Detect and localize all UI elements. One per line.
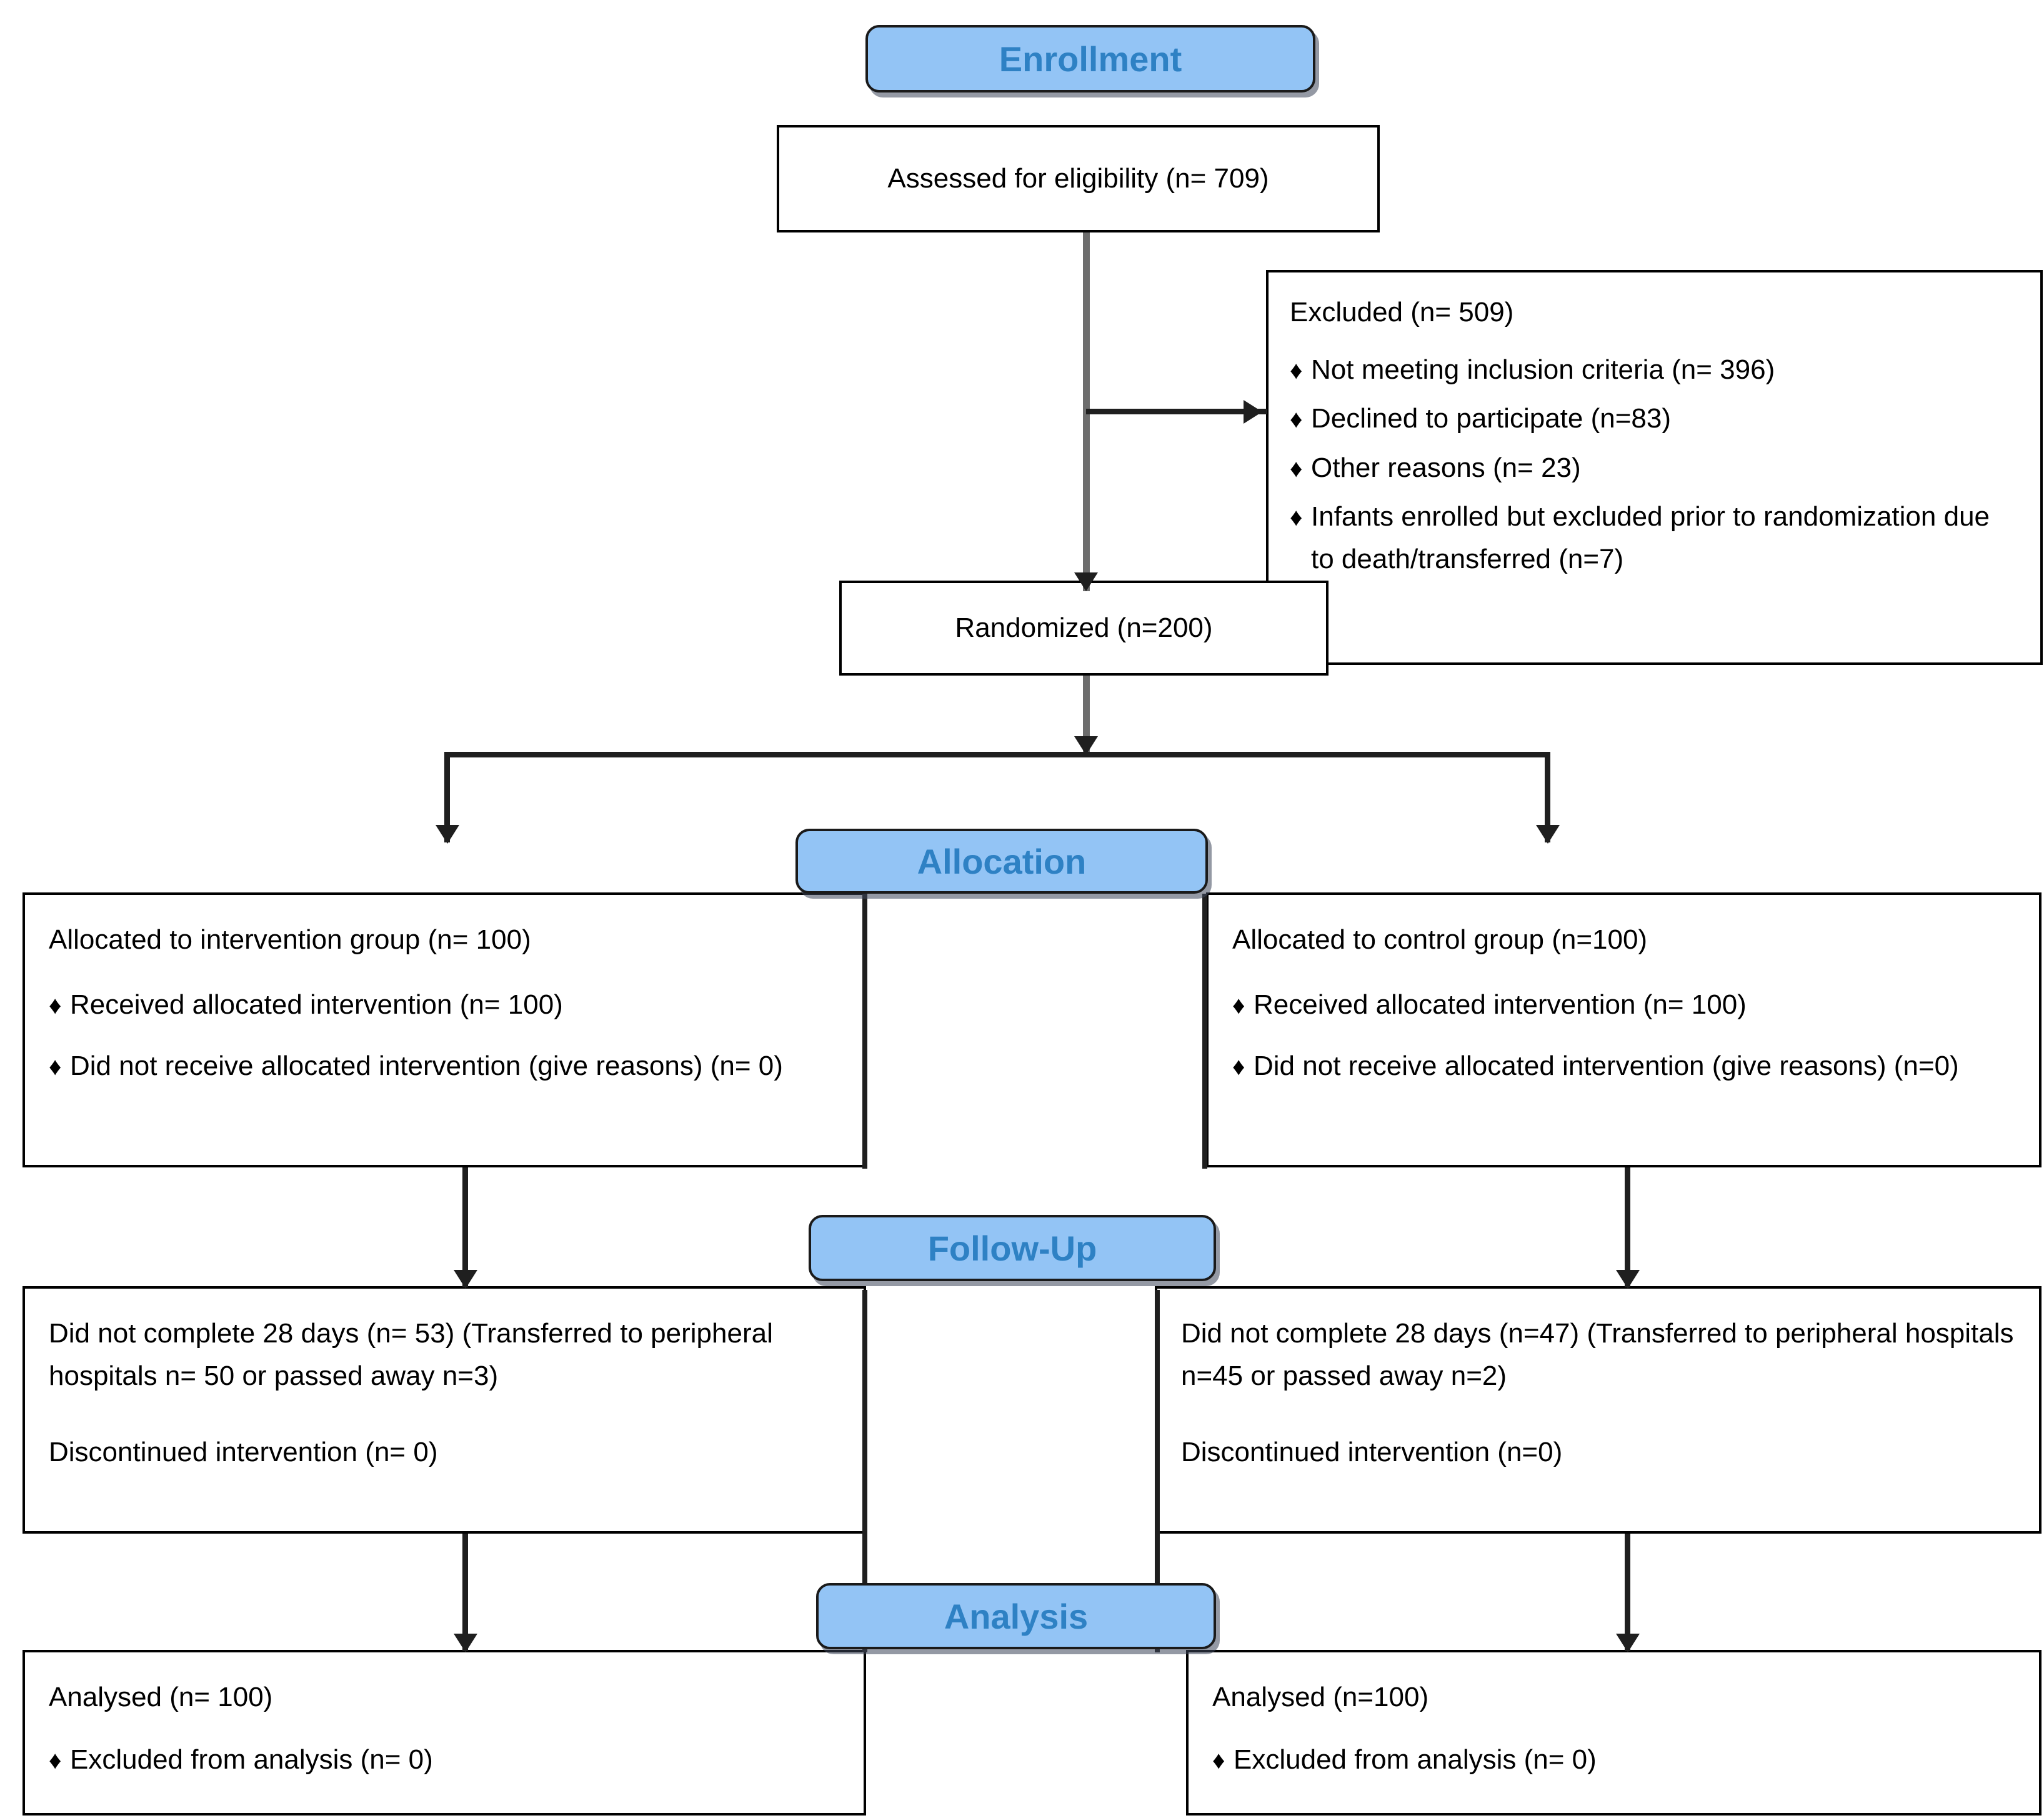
list-item: ♦ Other reasons (n= 23) [1290, 447, 2019, 489]
arrow-left-followup-to-analysis [454, 1634, 477, 1652]
list-item: ♦ Not meeting inclusion criteria (n= 396… [1290, 349, 2019, 391]
list-item: ♦ Declined to participate (n=83) [1290, 397, 2019, 440]
connector-split-left-drop [444, 752, 450, 842]
list-item: ♦ Did not receive allocated intervention… [49, 1045, 840, 1087]
connector-center-rail-followup-right [1155, 1290, 1160, 1534]
allocation-right-bullet-1: Did not receive allocated intervention (… [1254, 1051, 1959, 1082]
connector-to-excluded [1086, 409, 1267, 414]
stage-banner-followup: Follow-Up [809, 1215, 1216, 1281]
excluded-reason-0: Not meeting inclusion criteria (n= 396) [1311, 354, 1775, 386]
box-excluded: Excluded (n= 509) ♦ Not meeting inclusio… [1266, 270, 2043, 665]
allocation-left-bullet-1: Did not receive allocated intervention (… [70, 1051, 783, 1082]
allocation-left-heading: Allocated to intervention group (n= 100) [49, 924, 531, 955]
connector-center-rail-allocation [862, 894, 867, 1169]
list-item: ♦ Did not receive allocated intervention… [1232, 1045, 2015, 1087]
arrow-right-allocation-to-followup [1616, 1270, 1640, 1289]
connector-left-followup-to-analysis [462, 1534, 468, 1651]
bullet-icon: ♦ [1290, 357, 1303, 385]
bullet-icon: ♦ [49, 992, 62, 1020]
bullet-icon: ♦ [1290, 406, 1303, 434]
connector-right-followup-to-analysis [1625, 1534, 1630, 1651]
excluded-reason-2: Other reasons (n= 23) [1311, 452, 1581, 483]
analysis-right-heading: Analysed (n=100) [1212, 1682, 1429, 1712]
analysis-left-bullet-0: Excluded from analysis (n= 0) [70, 1744, 433, 1776]
box-allocation-intervention: Allocated to intervention group (n= 100)… [22, 892, 866, 1167]
connector-center-rail-followup [862, 1290, 867, 1534]
followup-left-line1: Did not complete 28 days (n= 53) (Transf… [49, 1318, 773, 1392]
bullet-icon: ♦ [1290, 454, 1303, 482]
arrow-to-left-allocation [436, 825, 459, 844]
connector-center-rail-allocation-right [1202, 894, 1207, 1169]
connector-split-right-drop [1545, 752, 1550, 842]
connector-randomized-stem [1083, 676, 1090, 753]
arrow-assessed-to-randomized [1074, 572, 1098, 591]
box-randomized: Randomized (n=200) [839, 581, 1329, 676]
stage-label-enrollment: Enrollment [999, 39, 1182, 79]
stage-banner-allocation: Allocation [795, 829, 1208, 894]
allocation-left-bullet-0: Received allocated intervention (n= 100) [70, 989, 563, 1021]
list-item: ♦ Excluded from analysis (n= 0) [1212, 1739, 2015, 1781]
arrow-to-right-allocation [1536, 825, 1560, 844]
connector-left-allocation-to-followup [462, 1167, 468, 1287]
bullet-icon: ♦ [1290, 503, 1303, 531]
excluded-reason-1: Declined to participate (n=83) [1311, 403, 1671, 434]
randomized-text: Randomized (n=200) [955, 612, 1213, 643]
stage-label-allocation: Allocation [917, 841, 1087, 881]
allocation-right-bullet-0: Received allocated intervention (n= 100) [1254, 989, 1747, 1021]
arrow-right-followup-to-analysis [1616, 1634, 1640, 1652]
bullet-icon: ♦ [1232, 992, 1245, 1020]
box-followup-intervention: Did not complete 28 days (n= 53) (Transf… [22, 1286, 866, 1534]
box-assessed-for-eligibility: Assessed for eligibility (n= 709) [777, 125, 1380, 232]
followup-right-line1: Did not complete 28 days (n=47) (Transfe… [1181, 1318, 2014, 1392]
arrow-randomized-split [1074, 736, 1098, 755]
bullet-icon: ♦ [49, 1747, 62, 1775]
excluded-reason-3: Infants enrolled but excluded prior to r… [1311, 501, 1990, 574]
box-analysis-control: Analysed (n=100) ♦ Excluded from analysi… [1186, 1650, 2042, 1816]
excluded-heading: Excluded (n= 509) [1290, 297, 1514, 327]
list-item: ♦ Received allocated intervention (n= 10… [49, 984, 840, 1026]
allocation-right-heading: Allocated to control group (n=100) [1232, 924, 1648, 955]
list-item: ♦ Excluded from analysis (n= 0) [49, 1739, 840, 1781]
connector-split-bar [444, 752, 1550, 757]
bullet-icon: ♦ [49, 1053, 62, 1081]
arrow-left-allocation-to-followup [454, 1270, 477, 1289]
followup-left-line2: Discontinued intervention (n= 0) [49, 1437, 438, 1468]
list-item: ♦ Infants enrolled but excluded prior to… [1290, 496, 2019, 581]
analysis-right-bullet-0: Excluded from analysis (n= 0) [1234, 1744, 1597, 1776]
assessed-text: Assessed for eligibility (n= 709) [887, 162, 1269, 194]
stage-label-analysis: Analysis [944, 1596, 1089, 1636]
bullet-icon: ♦ [1232, 1053, 1245, 1081]
box-followup-control: Did not complete 28 days (n=47) (Transfe… [1155, 1286, 2042, 1534]
followup-right-line2: Discontinued intervention (n=0) [1181, 1437, 1563, 1468]
box-allocation-control: Allocated to control group (n=100) ♦ Rec… [1206, 892, 2042, 1167]
stage-banner-enrollment: Enrollment [865, 25, 1315, 92]
arrow-to-excluded [1244, 400, 1262, 424]
stage-banner-analysis: Analysis [816, 1583, 1216, 1649]
connector-right-allocation-to-followup [1625, 1167, 1630, 1287]
box-analysis-intervention: Analysed (n= 100) ♦ Excluded from analys… [22, 1650, 866, 1816]
analysis-left-heading: Analysed (n= 100) [49, 1682, 273, 1712]
stage-label-followup: Follow-Up [927, 1228, 1097, 1268]
bullet-icon: ♦ [1212, 1747, 1225, 1775]
list-item: ♦ Received allocated intervention (n= 10… [1232, 984, 2015, 1026]
